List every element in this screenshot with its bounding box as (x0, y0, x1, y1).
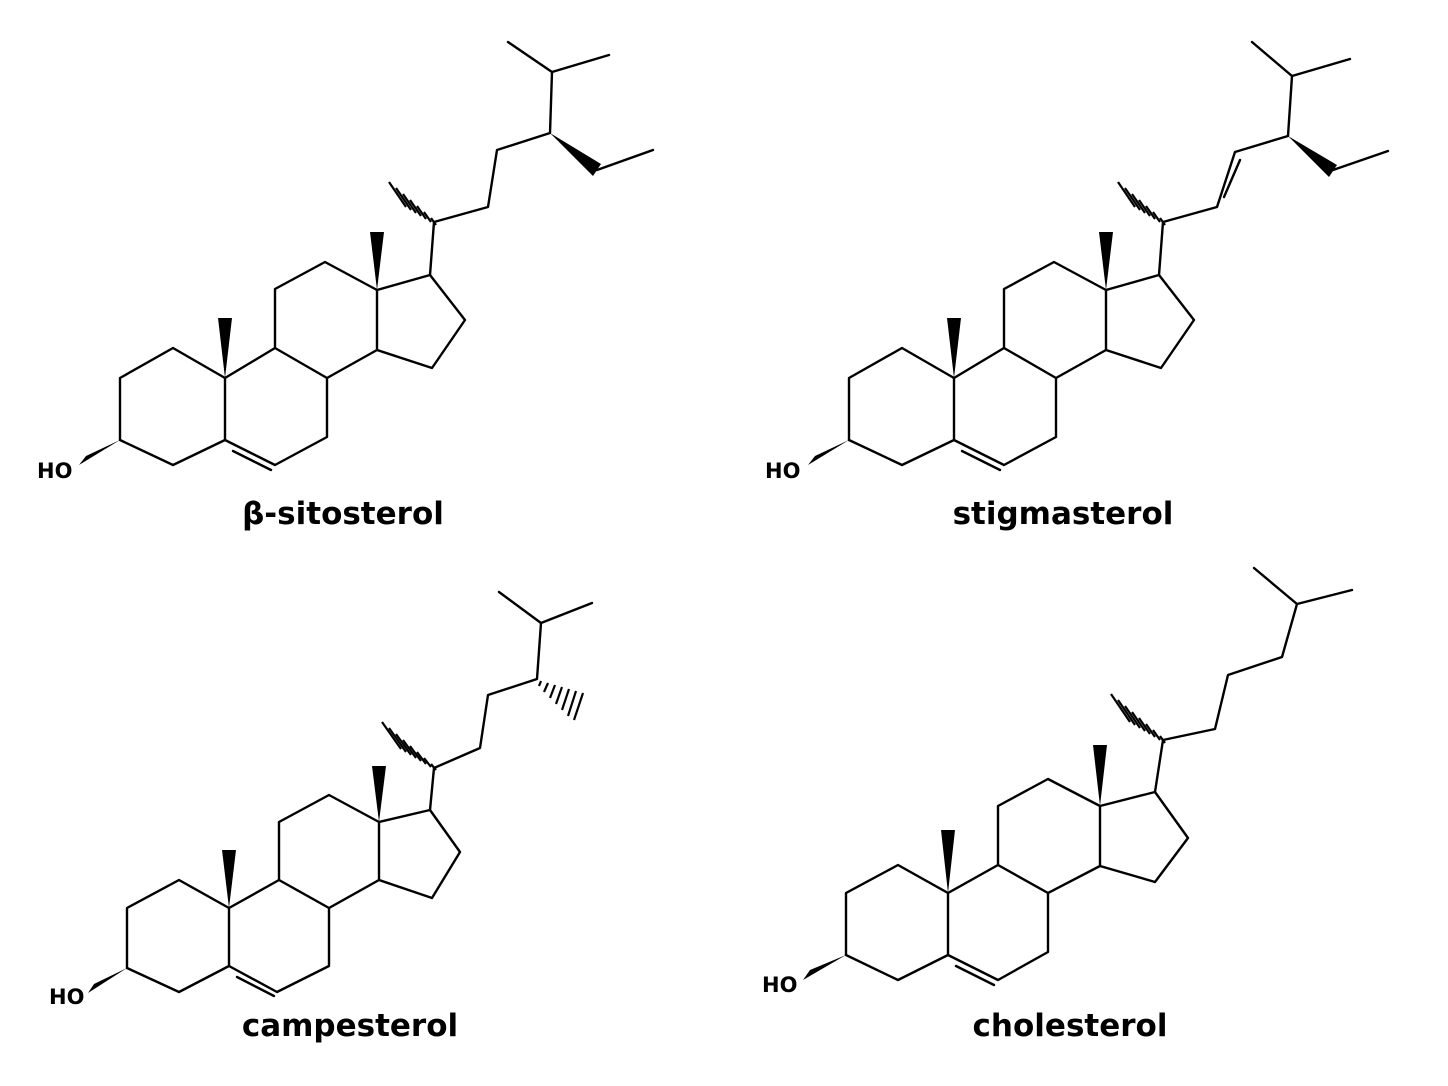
c13-methyl-wedge (370, 232, 384, 290)
stereo-bonds (803, 693, 1166, 980)
hydroxyl-label: HO (765, 459, 800, 483)
stereo-bonds (88, 680, 585, 993)
side-chain-bonds (1153, 566, 1354, 794)
c20-methyl-hash (1117, 181, 1166, 226)
c3-hydroxyl-wedge (803, 955, 846, 980)
hydroxyl-label: HO (762, 973, 797, 997)
c22-double-bond (1222, 158, 1242, 199)
compound-name: campesterol (242, 1008, 458, 1044)
c13-methyl-wedge (372, 766, 386, 822)
steroid-ring-bonds (847, 260, 1196, 472)
steroid-ring-bonds (844, 777, 1190, 987)
c10-methyl-wedge (947, 318, 961, 378)
side-chain-bonds (1157, 40, 1390, 277)
steroid-ring-bonds (125, 793, 462, 998)
compound-name: cholesterol (973, 1008, 1168, 1044)
c3-hydroxyl-wedge (88, 968, 127, 993)
molecule-beta-sitosterol: HO β-sitosterol (37, 40, 655, 532)
c13-methyl-wedge (1099, 232, 1113, 290)
c20-methyl-hash (388, 181, 437, 226)
c24-ethyl-wedge (550, 133, 601, 176)
side-chain-bonds (428, 590, 594, 812)
compound-name: β-sitosterol (242, 496, 444, 532)
c10-methyl-wedge (218, 318, 232, 378)
c20-methyl-hash (1110, 693, 1166, 744)
c13-methyl-wedge (1093, 745, 1107, 806)
hydroxyl-label: HO (37, 459, 72, 483)
c24-methyl-hash (537, 680, 585, 721)
stereo-bonds (79, 133, 601, 465)
c20-methyl-hash (381, 721, 437, 771)
molecule-cholesterol: HO cholesterol (762, 566, 1354, 1044)
c3-hydroxyl-wedge (808, 440, 849, 465)
stereo-bonds (808, 136, 1337, 465)
c10-methyl-wedge (941, 830, 955, 893)
c3-hydroxyl-wedge (79, 440, 120, 465)
molecule-stigmasterol: HO stigmasterol (765, 40, 1390, 532)
steroid-ring-bonds (118, 260, 467, 472)
hydroxyl-label: HO (49, 985, 84, 1009)
compound-name: stigmasterol (953, 496, 1174, 532)
c10-methyl-wedge (222, 850, 236, 908)
molecule-campesterol: HO campesterol (49, 590, 594, 1044)
side-chain-bonds (428, 40, 655, 277)
c24-ethyl-wedge (1288, 136, 1337, 177)
